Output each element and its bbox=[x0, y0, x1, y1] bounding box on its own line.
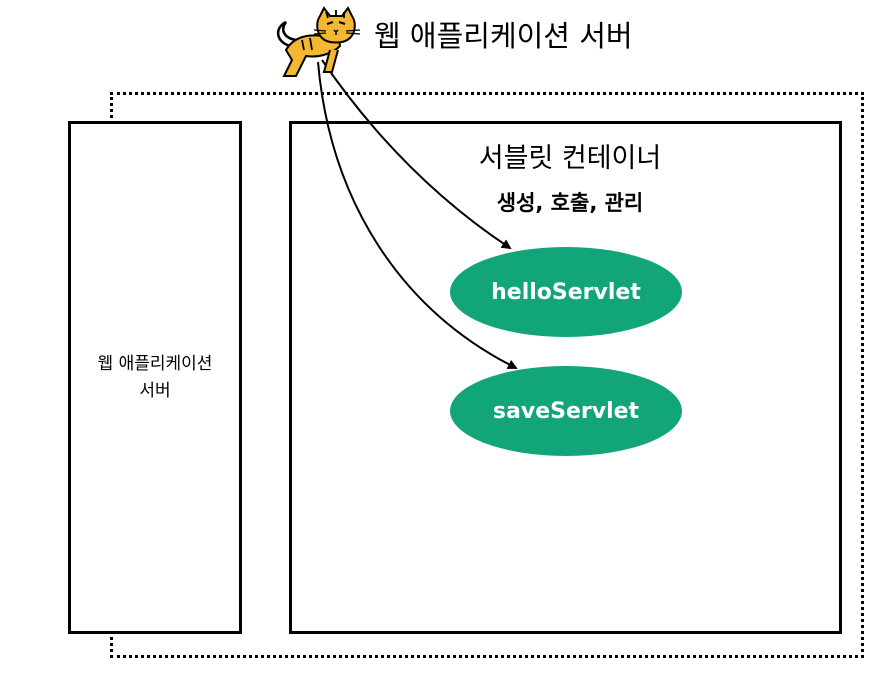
save-servlet-label: saveServlet bbox=[492, 398, 640, 424]
left-box-label-line1: 웹 애플리케이션 bbox=[97, 353, 213, 374]
hello-servlet-label: helloServlet bbox=[491, 279, 641, 305]
save-servlet-node: saveServlet bbox=[450, 366, 682, 456]
servlet-container-title: 서블릿 컨테이너 bbox=[478, 143, 662, 174]
top-title: 웹 애플리케이션 서버 bbox=[374, 19, 633, 53]
servlet-container-subtitle: 생성, 호출, 관리 bbox=[496, 191, 644, 215]
hello-servlet-node: helloServlet bbox=[450, 247, 682, 337]
left-box-label-line2: 서버 bbox=[139, 380, 171, 401]
tomcat-cat-icon bbox=[268, 6, 368, 78]
web-application-server-box: 웹 애플리케이션 서버 bbox=[68, 121, 242, 634]
